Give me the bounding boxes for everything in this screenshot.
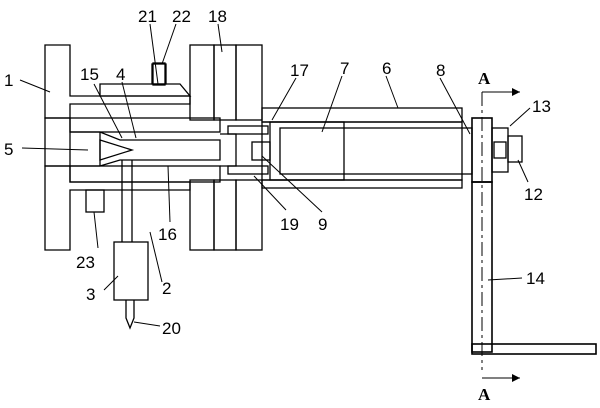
label-8: 8 — [436, 61, 445, 80]
section-label-bottom: A — [478, 385, 491, 404]
label-19: 19 — [280, 215, 299, 234]
label-7: 7 — [340, 59, 349, 78]
label-21: 21 — [138, 7, 157, 26]
bolt-bottom — [85, 189, 105, 213]
nozzle-cone — [99, 139, 135, 161]
label-2: 2 — [162, 279, 171, 298]
bolt-top — [152, 62, 166, 86]
drain-assembly — [113, 160, 149, 330]
connector-block — [251, 141, 271, 161]
label-9: 9 — [318, 215, 327, 234]
part-labels: 1 5 15 4 21 22 18 17 7 6 8 13 12 9 19 16… — [4, 7, 551, 338]
coupling — [220, 125, 269, 175]
label-12: 12 — [524, 185, 543, 204]
label-3: 3 — [86, 285, 95, 304]
label-15: 15 — [80, 65, 99, 84]
label-4: 4 — [116, 65, 125, 84]
leader-lines — [19, 23, 531, 327]
label-20: 20 — [162, 319, 181, 338]
label-22: 22 — [172, 7, 191, 26]
push-rod — [269, 121, 473, 181]
top-fitting — [99, 63, 192, 97]
label-23: 23 — [76, 253, 95, 272]
support-stand — [471, 181, 597, 355]
inner-barrel — [70, 131, 221, 167]
section-label-top: A — [478, 69, 491, 88]
label-1: 1 — [4, 71, 13, 90]
outer-tube — [261, 107, 463, 189]
insulation-layer — [69, 117, 221, 183]
label-6: 6 — [382, 59, 391, 78]
section-line — [481, 88, 520, 382]
end-plate — [471, 117, 523, 183]
label-5: 5 — [4, 140, 13, 159]
label-16: 16 — [158, 225, 177, 244]
label-14: 14 — [526, 269, 545, 288]
label-13: 13 — [532, 97, 551, 116]
middle-flange — [189, 44, 263, 251]
label-17: 17 — [290, 61, 309, 80]
label-18: 18 — [208, 7, 227, 26]
